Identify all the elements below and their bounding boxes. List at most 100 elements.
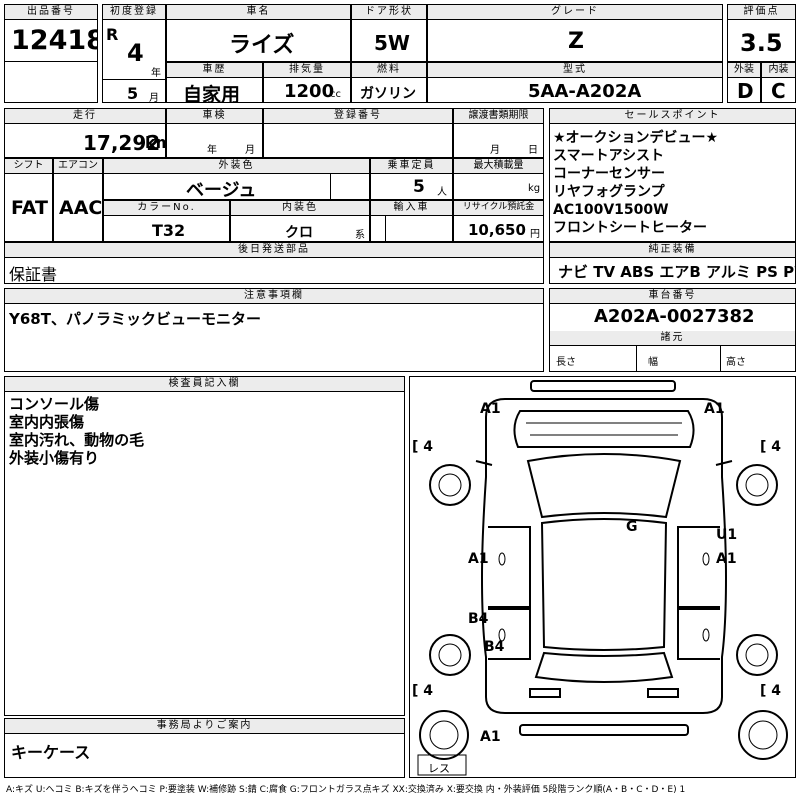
door-type-header: ドア形状 xyxy=(352,5,426,20)
mileage-unit: km xyxy=(145,133,165,152)
shift-cell: シフト FAT xyxy=(4,158,53,242)
year-unit: 年 xyxy=(151,68,161,79)
displacement-cell: 排気量 1200 cc xyxy=(263,62,351,103)
sales-points-header: セールスポイント xyxy=(550,109,795,124)
door-type-cell: ドア形状 5W xyxy=(351,4,427,62)
fuel-cell: 燃料 ガソリン xyxy=(351,62,427,103)
color-number-cell: カラーNo. T32 xyxy=(103,200,230,242)
interior-score-cell: 内装 C xyxy=(761,62,796,103)
sales-point-item: スマートアシスト xyxy=(553,148,665,164)
mileage-header: 走行 xyxy=(5,109,165,124)
model-cell: 型式 5AA-A202A xyxy=(427,62,723,103)
fuel: ガソリン xyxy=(360,86,416,102)
interior-score: C xyxy=(771,79,786,103)
car-name-header: 車名 xyxy=(167,5,350,20)
lot-number: 12418 xyxy=(11,25,98,56)
score-header: 評価点 xyxy=(728,5,795,20)
seats: 5 xyxy=(413,177,425,197)
model: 5AA-A202A xyxy=(528,81,642,102)
office-notes-header: 事務局よりご案内 xyxy=(5,719,404,734)
sales-point-item: ★オークションデビュー★ xyxy=(553,130,719,146)
dimensions-header: 諸元 xyxy=(550,331,795,346)
transfer-day-unit: 日 xyxy=(528,145,538,156)
score: 3.5 xyxy=(740,29,783,57)
transfer-month-unit: 月 xyxy=(490,145,500,156)
sales-points-cell: セールスポイント ★オークションデビュー★ スマートアシストコーナーセンサーリヤフ… xyxy=(549,108,796,242)
damage-a1-right-door: A1 xyxy=(716,551,737,567)
notes-cell: 注意事項欄 Y68T、パノラミックビューモニター xyxy=(4,288,544,372)
legend: A:キズ U:ヘコミ B:キズを伴うヘコミ P:要塗装 W:補修跡 S:錆 C:… xyxy=(6,785,686,795)
dimension-width: 幅 xyxy=(648,357,658,368)
seats-header: 乗車定員 xyxy=(371,159,452,174)
import-cell: 輸入車 xyxy=(370,200,453,242)
equipment-cell: 純正装備 ナビ TV ABS エアB アルミ PS PW xyxy=(549,242,796,284)
registration-month: 5 xyxy=(127,84,139,103)
equipment-header: 純正装備 xyxy=(550,243,795,258)
model-header: 型式 xyxy=(428,63,722,78)
inspector-note-item: 室内内張傷 xyxy=(9,413,85,431)
tire-front-left: [ 4 xyxy=(412,439,434,455)
inspector-note-item: 室内汚れ、動物の毛 xyxy=(9,431,145,449)
mileage-cell: 走行 17,292 km xyxy=(4,108,166,158)
damage-diagram-cell: A1 A1 G U1 A1 A1 B4 B4 A1 [ 4 [ 4 [ 4 [ … xyxy=(409,376,796,778)
import-header: 輸入車 xyxy=(371,201,452,216)
sales-point-item: フロントシートヒーター xyxy=(553,220,707,236)
mileage: 17,292 xyxy=(83,131,161,155)
spare-tire-status: レス xyxy=(428,762,450,775)
chassis-cell: 車台番号 A202A-0027382 諸元 長さ 幅 高さ xyxy=(549,288,796,372)
office-notes: キーケース xyxy=(11,743,91,762)
chassis-header: 車台番号 xyxy=(550,289,795,304)
office-notes-cell: 事務局よりご案内 キーケース xyxy=(4,718,405,778)
exterior-header: 外装 xyxy=(728,63,760,78)
first-registration-header: 初度登録 xyxy=(103,5,165,20)
dimension-length: 長さ xyxy=(556,357,576,368)
history-cell: 車歴 自家用 xyxy=(166,62,263,103)
inspector-note-item: 外装小傷有り xyxy=(9,449,100,467)
aircon-header: エアコン xyxy=(54,159,102,174)
later-parts-header: 後日発送部品 xyxy=(5,243,543,258)
registration-number-header: 登録番号 xyxy=(264,109,452,124)
aircon-cell: エアコン AAC xyxy=(53,158,103,242)
damage-a1-top-left: A1 xyxy=(480,401,501,417)
registration-year: 4 xyxy=(127,39,144,67)
sales-point-item: リヤフォグランプ xyxy=(553,184,665,200)
max-load-cell: 最大積載量 kg xyxy=(453,158,544,200)
recycle-unit: 円 xyxy=(530,229,540,240)
recycle-fee: 10,650 xyxy=(468,221,526,239)
seats-cell: 乗車定員 5 人 xyxy=(370,158,453,200)
first-registration-cell: 初度登録 R 4 年 5 月 xyxy=(102,4,166,103)
inspection-cell: 車検 年 月 xyxy=(166,108,263,158)
sales-point-item: コーナーセンサー xyxy=(553,166,665,182)
damage-b4-left-wheel: B4 xyxy=(484,639,505,655)
damage-a1-rear: A1 xyxy=(480,729,501,745)
sales-point-item: AC100V1500W xyxy=(553,202,669,218)
max-load-unit: kg xyxy=(528,183,541,194)
grade: Z xyxy=(568,29,584,54)
sales-points-list: ★オークションデビュー★ スマートアシストコーナーセンサーリヤフォグランプ AC10… xyxy=(553,129,718,237)
notes-header: 注意事項欄 xyxy=(5,289,543,304)
transfer-deadline-header: 譲渡書類期限 xyxy=(454,109,543,124)
inspection-month-unit: 月 xyxy=(245,145,255,156)
damage-u1-right: U1 xyxy=(716,527,738,543)
inspector-notes-list: コンソール傷室内内張傷室内汚れ、動物の毛外装小傷有り xyxy=(9,395,144,467)
damage-a1-top-right: A1 xyxy=(704,401,725,417)
tire-rear-left: [ 4 xyxy=(412,683,434,699)
inspector-notes-cell: 検査員記入欄 コンソール傷室内内張傷室内汚れ、動物の毛外装小傷有り xyxy=(4,376,405,716)
grade-cell: グレード Z xyxy=(427,4,723,62)
displacement-header: 排気量 xyxy=(264,63,350,78)
shift-header: シフト xyxy=(5,159,52,174)
inspection-year-unit: 年 xyxy=(207,145,217,156)
car-name-cell: 車名 ライズ xyxy=(166,4,351,62)
color-number: T32 xyxy=(152,221,186,240)
door-type: 5W xyxy=(374,31,410,55)
month-unit: 月 xyxy=(149,93,159,103)
aircon: AAC xyxy=(59,197,103,219)
inspector-notes-header: 検査員記入欄 xyxy=(5,377,404,392)
damage-a1-left-door: A1 xyxy=(468,551,489,567)
registration-number-cell: 登録番号 xyxy=(263,108,453,158)
exterior-color-header: 外装色 xyxy=(104,159,369,174)
interior-color-cell: 内装色 クロ 系 xyxy=(230,200,370,242)
displacement-unit: cc xyxy=(330,89,341,100)
car-body-diagram xyxy=(417,380,788,776)
displacement: 1200 xyxy=(284,81,335,102)
